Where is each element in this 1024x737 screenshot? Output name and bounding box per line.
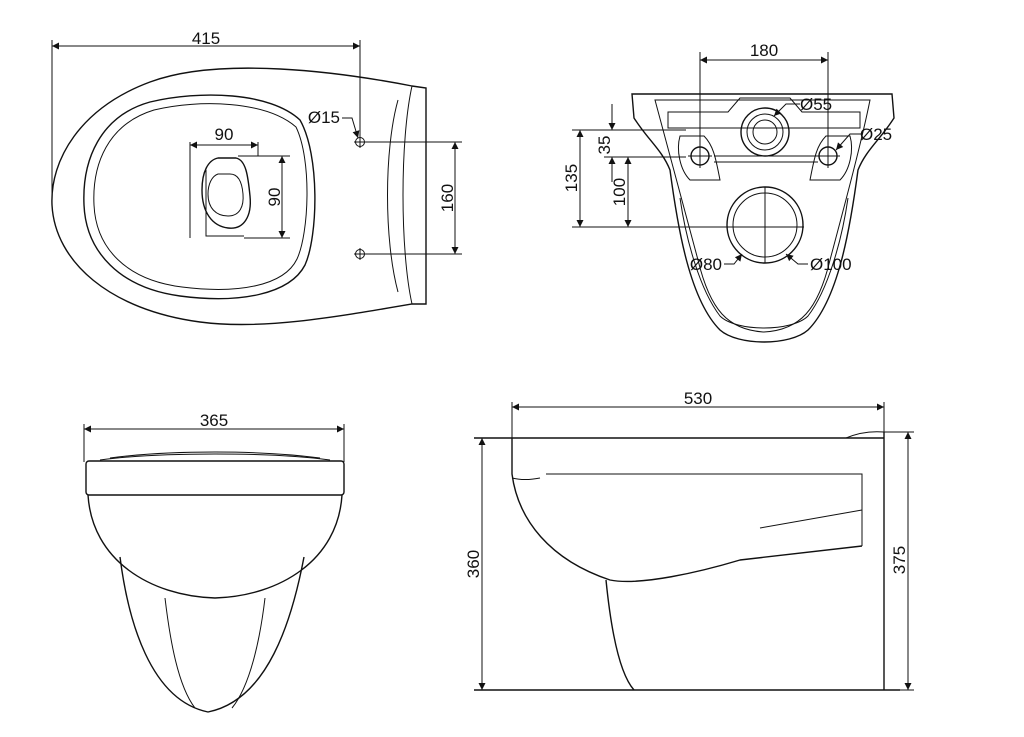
dim-label-160: 160 (438, 184, 457, 212)
leader-diam-80 (724, 253, 743, 265)
side-view-rim-underside (511, 477, 541, 480)
rear-view: 180 Ø55 Ø25 Ø80 Ø100 135 35 100 (562, 41, 895, 343)
side-view-top-notch (845, 431, 885, 439)
front-view-pedestal-left (164, 597, 196, 709)
rear-view-fixing-left (677, 135, 721, 181)
rear-view-outline (631, 93, 895, 343)
dim-label-90-horizontal: 90 (215, 125, 234, 144)
leader-diam-100 (785, 253, 808, 265)
front-view-rim (85, 460, 345, 496)
dim-label-360: 360 (464, 550, 483, 578)
top-view-outlet-outer (201, 157, 251, 229)
dim-label-diam-25: Ø25 (860, 125, 892, 144)
dim-label-diam-80: Ø80 (690, 255, 722, 274)
side-view-pedestal (605, 579, 635, 691)
dim-label-530: 530 (684, 389, 712, 408)
front-view: 365 (83, 411, 345, 713)
dim-label-375: 375 (890, 546, 909, 574)
dim-label-diam-100: Ø100 (810, 255, 852, 274)
dim-label-diam-15: Ø15 (308, 108, 340, 127)
leader-diam-25 (835, 133, 862, 151)
top-view-outlet-lip (205, 170, 244, 237)
top-view-outlet-inner (207, 173, 244, 217)
leader-diam-55 (773, 103, 800, 117)
front-view-seat-curve (99, 453, 331, 461)
rear-view-top-plate (667, 97, 861, 129)
rear-view-outlet (726, 186, 804, 264)
top-view-inner-rim (83, 94, 316, 300)
rear-view-bar (714, 155, 818, 163)
dim-label-365: 365 (200, 411, 228, 430)
front-view-bowl (87, 494, 343, 599)
fixing-hole-bottom (354, 248, 366, 260)
rear-view-inner-bowl (679, 197, 849, 329)
top-view: 415 Ø15 160 90 90 (51, 29, 462, 326)
dim-label-180: 180 (750, 41, 778, 60)
front-view-pedestal-right (231, 597, 266, 709)
front-view-seat-curve-2 (109, 451, 321, 459)
dim-label-415: 415 (192, 29, 220, 48)
top-view-rear-curve-outer (402, 85, 413, 305)
dim-label-diam-55: Ø55 (800, 95, 832, 114)
side-view: 530 360 375 (464, 389, 914, 691)
leader-diam-15 (342, 117, 360, 139)
top-view-inner-rim-2 (93, 103, 308, 290)
rear-view-inlet-pipe (740, 107, 790, 157)
dim-label-90-vertical: 90 (265, 188, 284, 207)
dim-label-35: 35 (595, 136, 614, 155)
dim-label-135: 135 (562, 164, 581, 192)
side-view-rear-step (759, 509, 863, 529)
top-view-rear-edge (411, 85, 427, 305)
side-view-inner-line (546, 473, 863, 546)
rear-view-outline-inner (654, 99, 871, 333)
front-view-pedestal (119, 556, 305, 713)
side-view-bowl (511, 438, 863, 583)
top-view-outline (51, 67, 413, 326)
top-view-rear-curve-inner (387, 99, 399, 293)
rear-view-fixing-right (809, 135, 853, 181)
dim-label-100: 100 (610, 178, 629, 206)
